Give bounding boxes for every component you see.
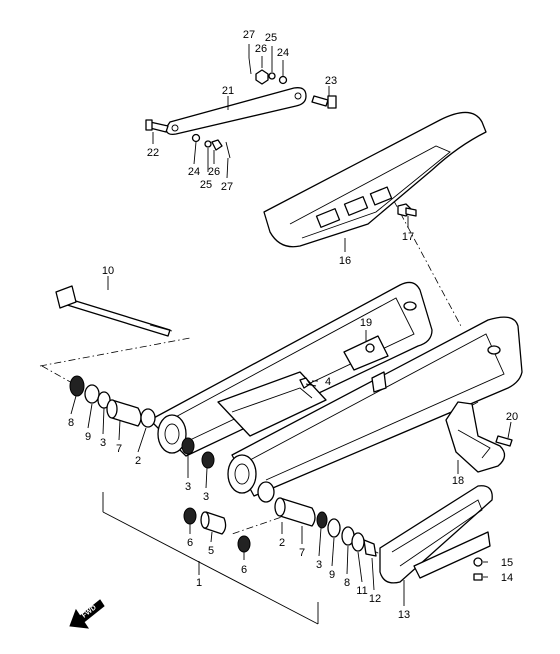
- callout-10: 10: [102, 265, 114, 277]
- fasteners: [145, 57, 513, 581]
- leader-lines: [70, 44, 512, 606]
- callout-9-left: 9: [85, 431, 91, 443]
- chain-case: [263, 111, 487, 248]
- callout-12: 12: [369, 593, 381, 605]
- chain-buffer: [379, 485, 493, 584]
- callout-17: 17: [402, 231, 414, 243]
- callout-21: 21: [222, 85, 234, 97]
- lower-hardware: [183, 481, 377, 557]
- swingarm: [149, 281, 523, 497]
- callout-3-center-b: 3: [203, 491, 209, 503]
- callout-14: 14: [501, 572, 513, 584]
- callout-27-bottom: 27: [221, 181, 233, 193]
- fwd-arrow: FWD: [69, 599, 105, 629]
- callout-3-left: 3: [100, 437, 106, 449]
- callout-23: 23: [325, 75, 337, 87]
- callout-9-right: 9: [329, 569, 335, 581]
- callout-27-top: 27: [243, 29, 255, 41]
- callout-24-top: 24: [277, 47, 289, 59]
- callout-5: 5: [208, 545, 214, 557]
- callout-22: 22: [147, 147, 159, 159]
- callout-numbers: 10 21 23 22 27 25 26 24 24 26 25 27 16 1…: [68, 29, 518, 621]
- left-hardware: [69, 375, 215, 469]
- callout-1: 1: [196, 577, 202, 589]
- chain-guide: [445, 401, 506, 473]
- callout-7-left: 7: [116, 443, 122, 455]
- callout-26-bottom: 26: [208, 166, 220, 178]
- callout-15: 15: [501, 557, 513, 569]
- callout-8-left: 8: [68, 417, 74, 429]
- torque-link: [165, 87, 307, 136]
- callout-20: 20: [506, 411, 518, 423]
- callout-11: 11: [356, 585, 367, 597]
- callout-7-right: 7: [299, 547, 305, 559]
- callout-18: 18: [452, 475, 464, 487]
- assembly-bracket: [102, 492, 319, 625]
- callout-25-top: 25: [265, 32, 277, 44]
- callout-6-right: 6: [241, 564, 247, 576]
- callout-25-bottom: 25: [200, 179, 212, 191]
- callout-4: 4: [325, 376, 331, 388]
- callout-6-left: 6: [187, 537, 193, 549]
- callout-2-left: 2: [135, 455, 141, 467]
- callout-3-right: 3: [316, 559, 322, 571]
- callout-16: 16: [339, 255, 351, 267]
- callout-2-right: 2: [279, 537, 285, 549]
- callout-13: 13: [398, 609, 410, 621]
- callout-3-center-a: 3: [185, 481, 191, 493]
- callout-24-bottom: 24: [188, 166, 200, 178]
- pivot-shaft: [55, 285, 173, 337]
- callout-26-top: 26: [255, 43, 267, 55]
- callout-19: 19: [360, 317, 372, 329]
- callout-8-right: 8: [344, 577, 350, 589]
